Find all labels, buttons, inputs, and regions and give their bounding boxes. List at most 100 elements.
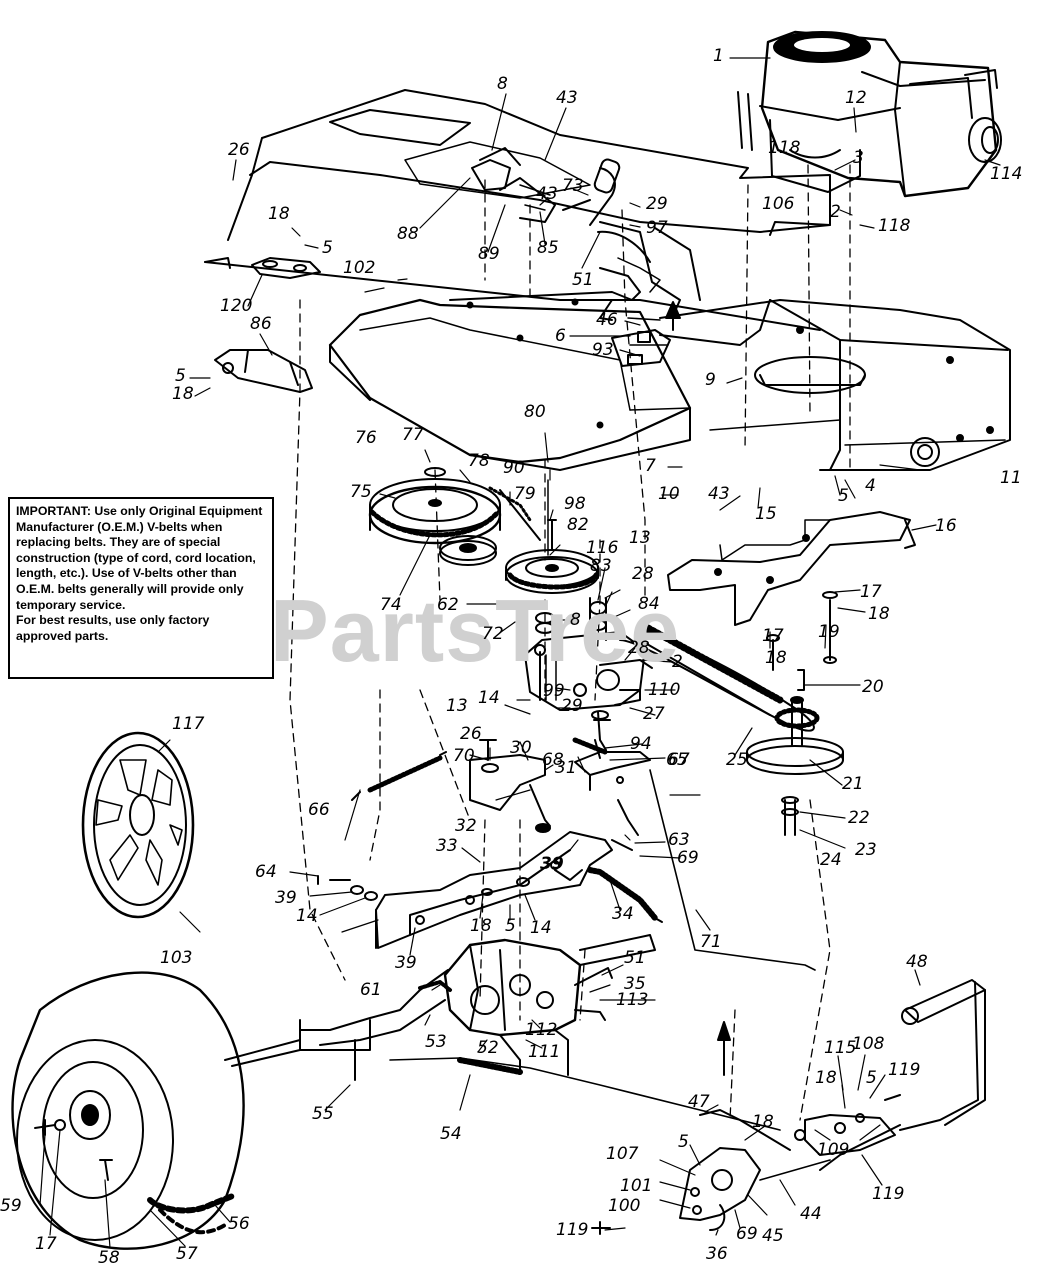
callout-85: 85	[537, 238, 559, 258]
callout-32: 32	[455, 816, 477, 836]
idler-bracket	[511, 597, 653, 751]
callout-110: 110	[648, 680, 681, 700]
callout-76: 76	[355, 428, 377, 448]
callout-51: 51	[572, 270, 594, 290]
callout-39c: 39	[395, 953, 417, 973]
callout-18g: 18	[752, 1112, 774, 1132]
callout-73: 73	[562, 176, 584, 196]
callout-18d: 18	[765, 648, 787, 668]
transaxle-bracket	[317, 831, 663, 949]
callout-47: 47	[688, 1092, 710, 1112]
callout-14b: 14	[296, 906, 318, 926]
callout-62: 62	[437, 595, 459, 615]
frame	[204, 89, 1011, 471]
callout-35: 35	[624, 974, 646, 994]
callout-5c: 5	[838, 486, 849, 506]
callout-54: 54	[440, 1124, 462, 1144]
callout-61: 61	[360, 980, 382, 1000]
callout-56: 56	[228, 1214, 250, 1234]
callout-12: 12	[845, 88, 867, 108]
rear-wheel	[11, 971, 245, 1250]
callout-18: 18	[268, 204, 290, 224]
callout-86: 86	[250, 314, 272, 334]
callout-100: 100	[608, 1196, 641, 1216]
callout-39b: 39	[275, 888, 297, 908]
callout-36: 36	[706, 1244, 728, 1264]
callout-8b: 8	[570, 610, 581, 630]
callout-28b: 28	[628, 638, 650, 658]
callout-43b: 43	[536, 184, 558, 204]
callout-120: 120	[220, 296, 253, 316]
callout-119c: 119	[556, 1220, 589, 1240]
callout-118b: 118	[878, 216, 911, 236]
engine-pulley	[746, 591, 844, 836]
callout-119b: 119	[872, 1184, 905, 1204]
callout-4: 4	[865, 476, 876, 496]
callout-63: 63	[668, 830, 690, 850]
pulleys-upper	[368, 467, 599, 594]
brake-bracket	[449, 230, 671, 367]
callout-23: 23	[855, 840, 877, 860]
callout-59: 59	[0, 1196, 22, 1216]
callout-69: 69	[677, 848, 699, 868]
callout-5e: 5	[866, 1068, 877, 1088]
callout-14c: 14	[530, 918, 552, 938]
callout-58: 58	[98, 1248, 120, 1268]
callout-77: 77	[402, 425, 424, 445]
callout-55: 55	[312, 1104, 334, 1124]
callout-18c: 18	[868, 604, 890, 624]
callout-98: 98	[564, 494, 586, 514]
callout-94: 94	[630, 734, 652, 754]
callout-16: 16	[935, 516, 957, 536]
callout-39: 39	[540, 854, 564, 874]
callout-31: 31	[555, 758, 577, 778]
callout-70: 70	[453, 746, 475, 766]
callout-48: 48	[906, 952, 928, 972]
callout-33: 33	[436, 836, 458, 856]
callout-27: 27	[643, 704, 665, 724]
watermark: PartsTree	[270, 581, 681, 680]
hood-brackets	[214, 257, 321, 393]
hubcap	[81, 731, 195, 919]
callout-115: 115	[824, 1038, 857, 1058]
callout-5b: 5	[175, 366, 186, 386]
callout-65: 65	[666, 750, 688, 770]
brake-rod	[389, 1057, 791, 1151]
callout-107: 107	[606, 1144, 639, 1164]
callout-17c: 17	[35, 1234, 57, 1254]
callout-66: 66	[308, 800, 330, 820]
callout-29b: 29	[561, 696, 583, 716]
callout-52: 52	[477, 1038, 499, 1058]
callout-88: 88	[397, 224, 419, 244]
engine	[737, 30, 1002, 198]
callout-2b: 2	[672, 652, 683, 672]
callout-14: 14	[478, 688, 500, 708]
callout-113: 113	[616, 990, 649, 1010]
important-notice-text: IMPORTANT: Use only Original Equipment M…	[16, 504, 263, 612]
callout-71: 71	[700, 932, 722, 952]
callout-17: 17	[860, 582, 882, 602]
transaxle	[224, 934, 656, 1081]
callout-79: 79	[514, 484, 536, 504]
callout-7: 7	[645, 456, 656, 476]
pedal-assembly	[591, 979, 986, 1235]
callout-2: 2	[830, 202, 841, 222]
callout-89: 89	[478, 244, 500, 264]
callout-114: 114	[990, 164, 1023, 184]
callout-44: 44	[800, 1204, 822, 1224]
callout-75: 75	[350, 482, 372, 502]
callout-13: 13	[629, 528, 651, 548]
callout-108: 108	[852, 1034, 885, 1054]
callout-93: 93	[592, 340, 614, 360]
callout-109: 109	[817, 1140, 850, 1160]
callout-84: 84	[638, 594, 660, 614]
callout-51b: 51	[624, 948, 646, 968]
callout-26b: 26	[460, 724, 482, 744]
callout-119: 119	[888, 1060, 921, 1080]
callout-67: 67	[668, 750, 690, 770]
callout-28: 28	[632, 564, 654, 584]
callout-17b: 17	[762, 626, 784, 646]
callout-74: 74	[380, 595, 402, 615]
callout-13b: 13	[446, 696, 468, 716]
callout-118: 118	[768, 138, 801, 158]
